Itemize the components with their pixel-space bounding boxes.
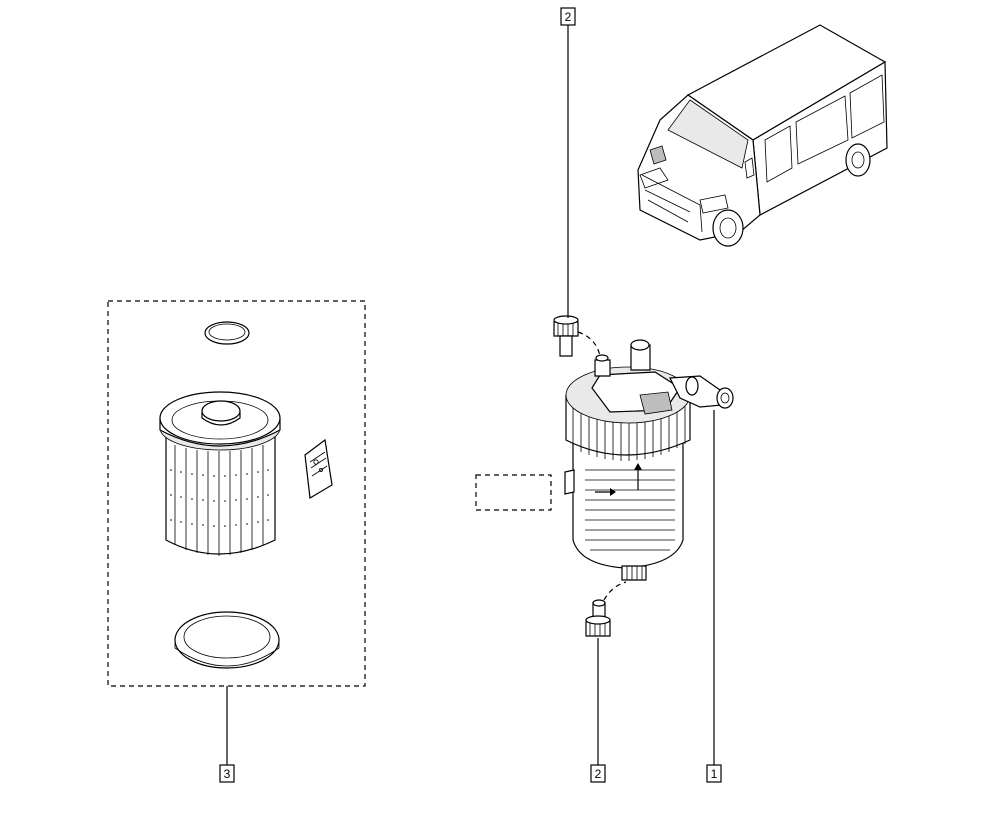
large-seal-ring — [174, 611, 280, 669]
filter-kit-box — [107, 300, 366, 687]
van-illustration — [637, 24, 888, 247]
callout-label-filter-housing: 1 — [711, 767, 718, 781]
bleed-screw-top — [553, 315, 579, 357]
callout-filter-kit: 3 — [219, 764, 235, 783]
filter-cartridge — [159, 391, 281, 556]
callout-bottom-drain: 2 — [590, 764, 606, 783]
assembly-path-top — [577, 331, 601, 357]
small-o-ring — [204, 321, 250, 345]
callout-filter-housing: 1 — [706, 764, 722, 783]
callout-top-injector: 2 — [560, 7, 576, 26]
fuel-filter-housing — [564, 339, 734, 581]
callout-label-bottom-drain: 2 — [595, 767, 602, 781]
callout-label-filter-kit: 3 — [224, 767, 231, 781]
callout-label-top-injector: 2 — [565, 10, 572, 24]
bleed-screw-mounted — [594, 354, 611, 377]
instruction-leaflet — [304, 438, 333, 499]
drain-plug-bottom — [585, 599, 611, 637]
dashed-placeholder-box — [475, 474, 552, 511]
assembly-path-bottom — [603, 581, 627, 601]
